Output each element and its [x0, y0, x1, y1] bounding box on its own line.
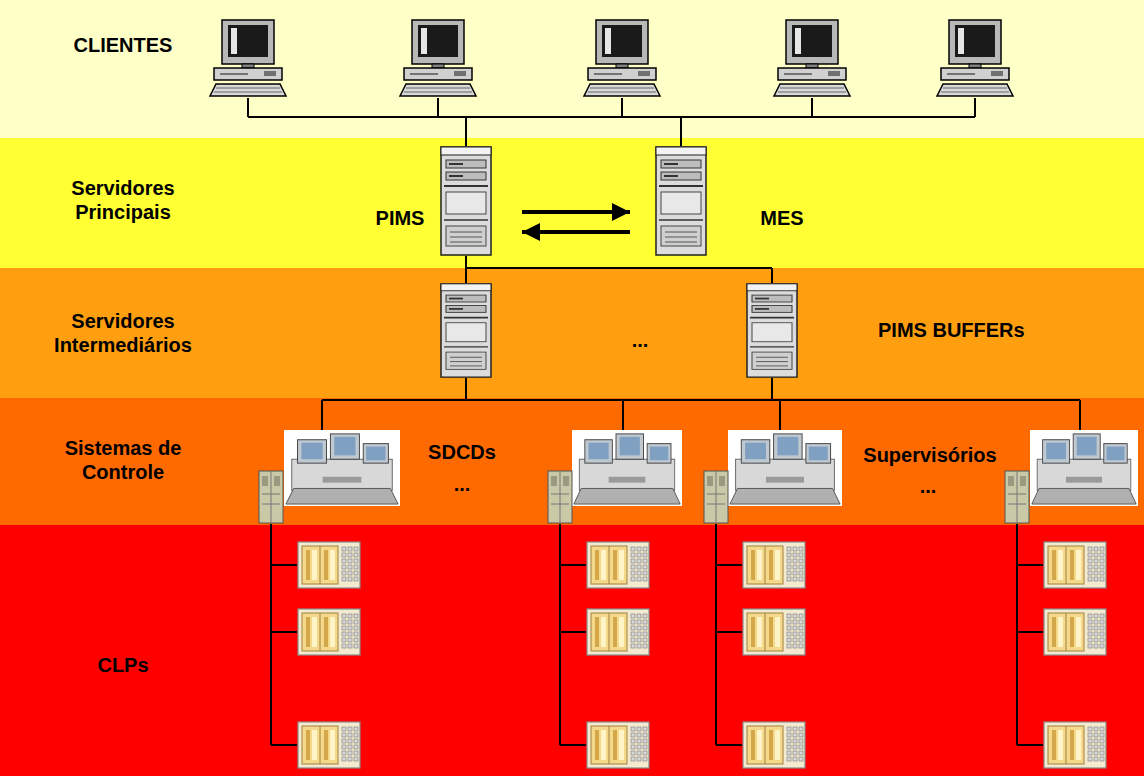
plc-icon [587, 609, 649, 655]
layer-band: CLPs [0, 525, 1144, 776]
plc-icon [1044, 609, 1106, 655]
network-wires [248, 98, 1080, 745]
layer-title: CLPs [28, 653, 218, 677]
client-computer [584, 20, 660, 96]
workstation-icon [572, 430, 682, 506]
plc-icon [587, 722, 649, 768]
cabinet-icon [1005, 471, 1029, 523]
server-icon [656, 147, 706, 255]
band-fill [0, 525, 1144, 776]
cabinet-icon [259, 471, 283, 523]
buffer-link [466, 256, 772, 283]
workstation-icon [1030, 430, 1138, 506]
plc-icon [1044, 722, 1106, 768]
server-name: MES [742, 206, 822, 230]
plc-wire [271, 524, 297, 745]
cabinet-icon [704, 471, 728, 523]
server-drop [466, 117, 681, 146]
group-label: PIMS BUFFERs [878, 318, 1025, 342]
server-node: MES [630, 146, 826, 258]
flow-arrow [522, 230, 630, 234]
plc-icon [743, 722, 805, 768]
cabinet-icon [548, 471, 572, 523]
server-icon [441, 284, 491, 377]
layer-title: Servidores Intermediários [28, 309, 218, 357]
plc-units [298, 542, 1106, 768]
server-icon [747, 284, 797, 377]
ellipsis-mark: ... [632, 328, 649, 352]
plc-icon [298, 722, 360, 768]
ellipsis-mark: ... [920, 474, 937, 498]
workstation-icon [284, 430, 400, 506]
band-fill [0, 398, 1144, 525]
band-fill [0, 138, 1144, 268]
client-computer [774, 20, 850, 96]
plc-wire [716, 524, 742, 745]
layer-band: Servidores PrincipaisPIMS MES [0, 138, 1144, 268]
client-computer [400, 20, 476, 96]
client-bus [248, 98, 975, 117]
plc-icon [298, 542, 360, 588]
server-icon [441, 147, 491, 255]
band-fill [0, 0, 1144, 138]
control-stations [259, 430, 1138, 523]
layer-band: CLIENTES [0, 0, 1144, 138]
server-node: PIMS [360, 146, 522, 258]
plc-icon [587, 542, 649, 588]
group-label: Supervisórios [863, 443, 996, 467]
plc-wire [560, 524, 586, 745]
client-computer [937, 20, 1013, 96]
layer-title: CLIENTES [28, 33, 218, 57]
plc-icon [743, 542, 805, 588]
plc-icon [298, 609, 360, 655]
group-label: SDCDs [428, 440, 496, 464]
client-computer [210, 20, 286, 96]
plc-icon [1044, 542, 1106, 588]
workstation-icon [728, 430, 842, 506]
client-computers [210, 20, 1013, 96]
layer-title: Sistemas de Controle [28, 436, 218, 484]
servers [441, 147, 797, 377]
ellipsis-mark: ... [454, 472, 471, 496]
control-bus [322, 378, 1080, 430]
plc-icon [743, 609, 805, 655]
band-fill [0, 268, 1144, 398]
plc-wire [1017, 524, 1043, 745]
layer-title: Servidores Principais [28, 176, 218, 224]
flow-arrow [522, 210, 630, 214]
server-name: PIMS [365, 206, 435, 230]
